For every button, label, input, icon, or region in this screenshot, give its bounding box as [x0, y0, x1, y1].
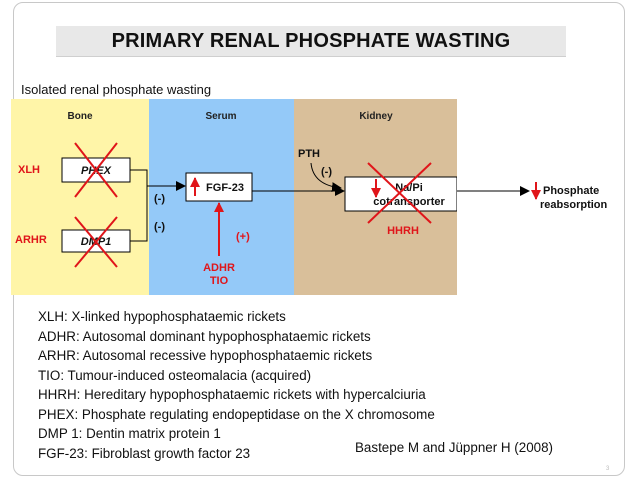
legend-item: ADHR: Autosomal dominant hypophosphataem…: [38, 328, 371, 344]
outcome-section: Phosphate reabsorption: [457, 182, 608, 211]
tio-label: TIO: [210, 275, 229, 287]
abbreviation-legend: XLH: X-linked hypophosphataemic rickets …: [38, 307, 435, 463]
dmp1-inhibit-sign: (-): [154, 221, 165, 233]
legend-item: FGF-23: Fibroblast growth factor 23: [38, 445, 251, 461]
pth-label: PTH: [298, 148, 320, 160]
bone-region: [11, 99, 149, 295]
legend-item: XLH: X-linked hypophosphataemic rickets: [38, 309, 286, 324]
title-bar: PRIMARY RENAL PHOSPHATE WASTING: [56, 26, 566, 57]
legend-item: HHRH: Hereditary hypophosphataemic ricke…: [38, 387, 426, 402]
phex-inhibit-sign: (-): [154, 193, 165, 205]
outcome-label-line2: reabsorption: [540, 199, 608, 211]
pth-curved-arrow: [310, 162, 342, 193]
outcome-label-line1: Phosphate: [543, 185, 599, 197]
arhr-label: ARHR: [15, 234, 47, 246]
adhr-label: ADHR: [203, 262, 235, 274]
hhrh-label: HHRH: [387, 225, 419, 237]
slide-title: PRIMARY RENAL PHOSPHATE WASTING: [111, 29, 511, 52]
slide-subtitle: Isolated renal phosphate wasting: [21, 82, 212, 97]
phex-cross-line: [74, 142, 118, 198]
pth-inhibit-sign: (-): [321, 166, 332, 178]
page-number: 3: [606, 466, 610, 472]
serum-region-label: Serum: [205, 111, 236, 122]
fgf23-label: FGF-23: [206, 182, 244, 194]
legend-item: DMP 1: Dentin matrix protein 1: [38, 426, 221, 441]
kidney-region-label: Kidney: [359, 111, 393, 122]
dmp1-to-fgf23-connector: [130, 186, 148, 242]
legend-item: ARHR: Autosomal recessive hypophosphatae…: [38, 348, 373, 363]
bone-region-label: Bone: [68, 111, 93, 122]
citation: Bastepe M and Jüppner H (2008): [355, 440, 554, 455]
legend-item: TIO: Tumour-induced osteomalacia (acquir…: [38, 367, 312, 383]
xlh-label: XLH: [18, 164, 40, 176]
dmp1-cross-line: [74, 216, 118, 268]
napi-cross-line: [367, 162, 432, 224]
legend-item: PHEX: Phosphate regulating endopeptidase…: [38, 406, 435, 422]
positive-sign: (+): [236, 231, 250, 243]
